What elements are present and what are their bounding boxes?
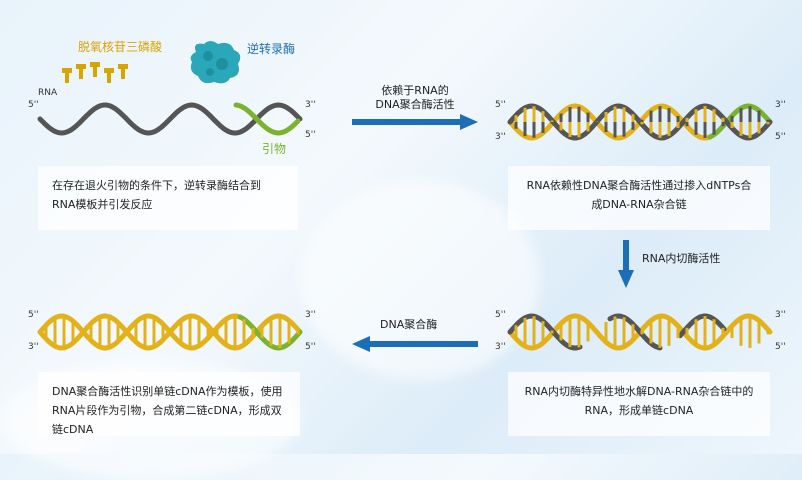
strand-bottom <box>607 313 663 351</box>
dna-step3 <box>507 313 773 351</box>
end-3-right: 3'' <box>305 100 316 110</box>
end-5-left: 5'' <box>495 100 506 110</box>
arrow2-label: RNA内切酶活性 <box>642 252 721 265</box>
end-5-right: 5'' <box>305 342 316 352</box>
end-3-right: 3'' <box>305 310 316 320</box>
end-5-right: 5'' <box>775 132 786 142</box>
dna-step4 <box>37 313 303 351</box>
step1-description: 在存在退火引物的条件下，逆转录酶结合到RNA模板并引发反应 <box>52 179 261 211</box>
primer-label: 引物 <box>262 142 287 156</box>
end-5-right: 5'' <box>305 130 316 140</box>
end-3-left: 3'' <box>495 342 506 352</box>
end-5-left: 5'' <box>28 310 39 320</box>
dna-step2 <box>507 103 773 141</box>
end-5-left: 5'' <box>28 100 39 110</box>
strand-bottom <box>677 313 727 339</box>
reverse-transcriptase-icon <box>190 41 241 84</box>
end-3-right: 3'' <box>775 100 786 110</box>
dntp-molecules-icon <box>62 62 128 83</box>
step3-description-box: RNA内切酶特异性地水解DNA-RNA杂合链中的RNA，形成单链cDNA <box>508 372 770 436</box>
arrow-down <box>618 240 634 288</box>
end-3-left: 3'' <box>28 342 39 352</box>
primer-strand <box>233 102 301 136</box>
step4-description: DNA聚合酶活性识别单链cDNA作为模板，使用RNA片段作为引物，合成第二链cD… <box>52 385 283 436</box>
arrow-right <box>352 114 478 130</box>
arrow1-label: 依赖于RNA的 DNA聚合酶活性 <box>355 84 475 112</box>
end-3-left: 3'' <box>495 132 506 142</box>
end-5-left: 5'' <box>495 310 506 320</box>
dna-step1 <box>37 102 303 136</box>
step2-description-box: RNA依赖性DNA聚合酶活性通过掺入dNTPs合成DNA-RNA杂合链 <box>508 166 770 230</box>
end-5-right: 5'' <box>775 342 786 352</box>
step3-description: RNA内切酶特异性地水解DNA-RNA杂合链中的RNA，形成单链cDNA <box>524 385 754 417</box>
rna-label: RNA <box>38 88 58 98</box>
step4-description-box: DNA聚合酶活性识别单链cDNA作为模板，使用RNA片段作为引物，合成第二链cD… <box>38 372 300 436</box>
arrow1-line1: 依赖于RNA的 <box>381 84 449 97</box>
strand-bottom <box>507 313 583 351</box>
reverse-transcriptase-label: 逆转录酶 <box>247 42 296 56</box>
arrow1-line2: DNA聚合酶活性 <box>375 98 455 111</box>
rna-strand <box>37 102 303 136</box>
arrow3-label: DNA聚合酶 <box>380 318 438 331</box>
step2-description: RNA依赖性DNA聚合酶活性通过掺入dNTPs合成DNA-RNA杂合链 <box>526 179 752 211</box>
arrow-left <box>352 336 478 352</box>
dntp-label: 脱氧核苷三磷酸 <box>78 40 163 54</box>
step1-description-box: 在存在退火引物的条件下，逆转录酶结合到RNA模板并引发反应 <box>38 166 298 230</box>
end-3-right: 3'' <box>775 310 786 320</box>
